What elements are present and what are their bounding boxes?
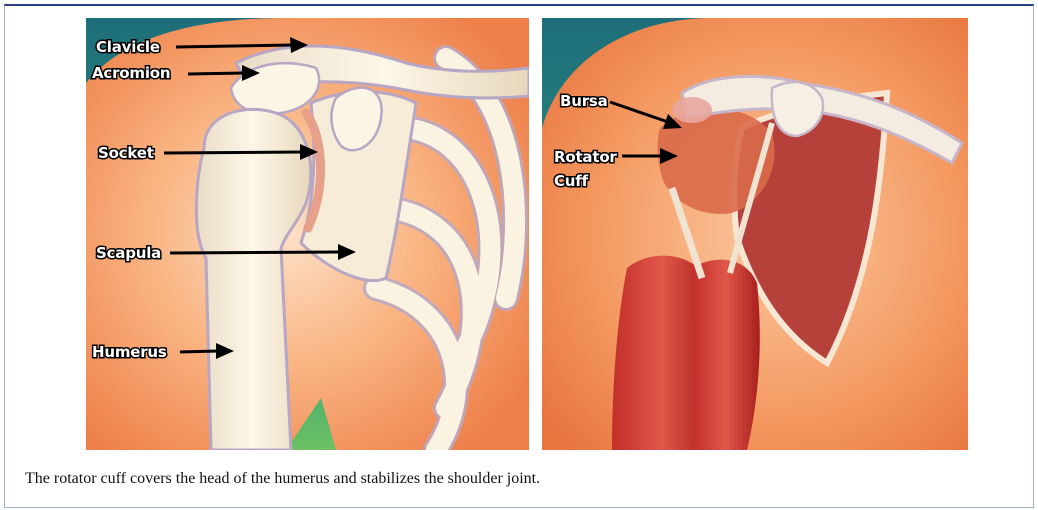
label-rotator-line1: Rotator	[554, 148, 617, 166]
arrow-scapula	[170, 252, 340, 253]
rotator-cuff-svg: Bursa Rotator Cuff	[542, 18, 968, 450]
label-socket: Socket	[98, 144, 154, 162]
skeleton-svg: Clavicle Acromion Socket Scapula Humerus	[86, 18, 529, 450]
arrow-acromion	[188, 73, 244, 74]
label-scapula: Scapula	[96, 244, 161, 262]
label-bursa: Bursa	[560, 92, 608, 110]
label-clavicle: Clavicle	[96, 38, 160, 56]
figure-caption: The rotator cuff covers the head of the …	[25, 470, 540, 488]
label-rotator-line2: Cuff	[554, 172, 589, 190]
arrow-clavicle	[176, 45, 294, 47]
arrow-humerus	[180, 351, 218, 352]
arrow-socket	[164, 152, 302, 153]
rotator-cuff-illustration: Bursa Rotator Cuff	[542, 18, 968, 450]
skeleton-illustration: Clavicle Acromion Socket Scapula Humerus	[86, 18, 529, 450]
label-humerus: Humerus	[92, 343, 167, 361]
label-acromion: Acromion	[92, 64, 170, 82]
